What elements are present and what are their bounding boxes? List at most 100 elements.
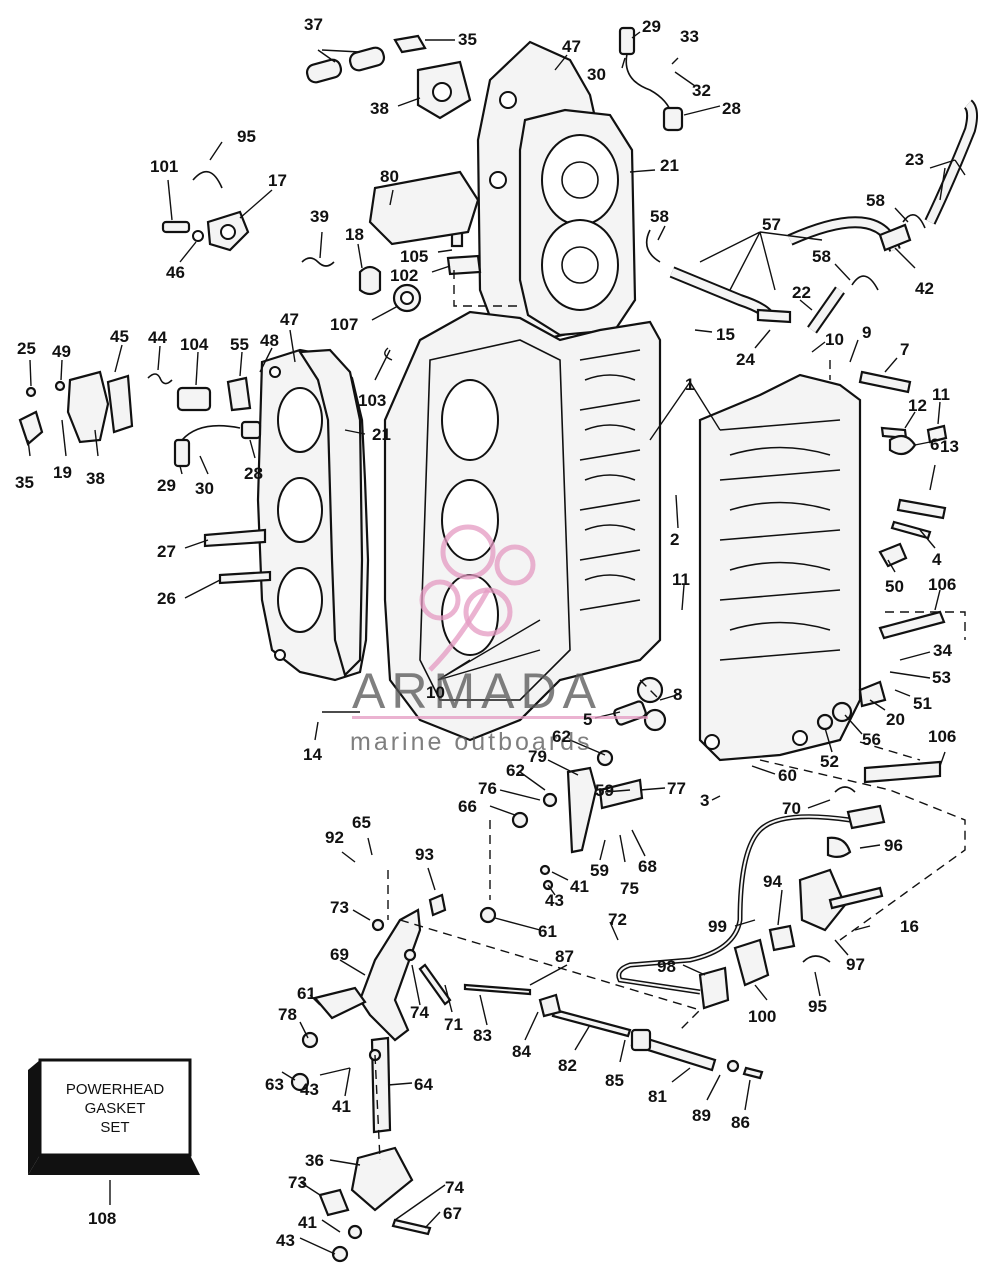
watermark-tagline: marine outboards (350, 728, 593, 756)
callout-103: 103 (358, 391, 386, 410)
callout-24: 24 (736, 350, 755, 369)
callout-66: 66 (458, 797, 477, 816)
callout-28: 28 (722, 99, 741, 118)
callout-41: 41 (298, 1213, 317, 1232)
callout-8: 8 (673, 685, 682, 704)
gasket-box-line1: POWERHEAD (66, 1081, 165, 1098)
callout-39: 39 (310, 207, 329, 226)
callout-59: 59 (590, 861, 609, 880)
callout-58: 58 (650, 207, 669, 226)
callout-labels: 37 35 47 29 33 30 32 28 38 95 101 17 46 … (15, 15, 959, 1250)
callout-99: 99 (708, 917, 727, 936)
callout-50: 50 (885, 577, 904, 596)
callout-21: 21 (660, 156, 679, 175)
small-parts-top (161, 26, 684, 313)
callout-100: 100 (748, 1007, 776, 1026)
callout-61: 61 (538, 922, 557, 941)
callout-105: 105 (400, 247, 428, 266)
callout-82: 82 (558, 1056, 577, 1075)
callout-96: 96 (884, 836, 903, 855)
callout-19: 19 (53, 463, 72, 482)
callout-5: 5 (583, 710, 592, 729)
callout-57: 57 (762, 215, 781, 234)
callout-104: 104 (180, 335, 209, 354)
callout-64: 64 (414, 1075, 433, 1094)
callout-10: 10 (426, 683, 445, 702)
callout-36: 36 (305, 1151, 324, 1170)
callout-53: 53 (932, 668, 951, 687)
callout-92: 92 (325, 828, 344, 847)
callout-61: 61 (297, 984, 316, 1003)
callout-43: 43 (300, 1080, 319, 1099)
gasket-box-line2: GASKET (85, 1100, 146, 1117)
throttle-linkage (290, 676, 764, 1263)
callout-101: 101 (150, 157, 178, 176)
callout-62: 62 (506, 761, 525, 780)
callout-74: 74 (410, 1003, 429, 1022)
callout-59: 59 (595, 781, 614, 800)
callout-3: 3 (700, 791, 709, 810)
callout-71: 71 (444, 1015, 463, 1034)
callout-34: 34 (933, 641, 952, 660)
callout-55: 55 (230, 335, 249, 354)
callout-62: 62 (552, 727, 571, 746)
armada-logo (419, 524, 536, 672)
callout-94: 94 (763, 872, 782, 891)
callout-43: 43 (545, 891, 564, 910)
callout-93: 93 (415, 845, 434, 864)
callout-46: 46 (166, 263, 185, 282)
cylinder-head-assembly (256, 348, 370, 682)
callout-106: 106 (928, 727, 956, 746)
callout-41: 41 (570, 877, 589, 896)
callout-11: 11 (932, 385, 950, 404)
callout-76: 76 (478, 779, 497, 798)
callout-9: 9 (862, 323, 871, 342)
callout-102: 102 (390, 266, 418, 285)
callout-26: 26 (157, 589, 176, 608)
callout-29: 29 (642, 17, 661, 36)
callout-43: 43 (276, 1231, 295, 1250)
callout-30: 30 (587, 65, 606, 84)
callout-1: 1 (685, 375, 694, 394)
gasket-box-line3: SET (100, 1119, 129, 1136)
callout-35: 35 (458, 30, 477, 49)
callout-83: 83 (473, 1026, 492, 1045)
callout-4: 4 (932, 550, 942, 569)
callout-2: 2 (670, 530, 679, 549)
callout-65: 65 (352, 813, 371, 832)
callout-37: 37 (304, 15, 323, 34)
callout-106: 106 (928, 575, 956, 594)
callout-107: 107 (330, 315, 358, 334)
callout-79: 79 (528, 747, 547, 766)
callout-41: 41 (332, 1097, 351, 1116)
callout-16: 16 (900, 917, 919, 936)
callout-97: 97 (846, 955, 865, 974)
callout-56: 56 (862, 730, 881, 749)
callout-69: 69 (330, 945, 349, 964)
callout-81: 81 (648, 1087, 667, 1106)
callout-35: 35 (15, 473, 34, 492)
callout-38: 38 (86, 469, 105, 488)
callout-78: 78 (278, 1005, 297, 1024)
watermark-brand: ARMADA (352, 663, 602, 719)
assembly-guide-lines (374, 270, 966, 1161)
callout-85: 85 (605, 1071, 624, 1090)
callout-47: 47 (280, 310, 299, 329)
callout-98: 98 (657, 957, 676, 976)
callout-17: 17 (268, 171, 287, 190)
callout-86: 86 (731, 1113, 750, 1132)
callout-73: 73 (330, 898, 349, 917)
callout-63: 63 (265, 1075, 284, 1094)
callout-33: 33 (680, 27, 699, 46)
callout-32: 32 (692, 81, 711, 100)
callout-11: 11 (672, 570, 690, 589)
cable-and-bracket (616, 786, 886, 1010)
callout-68: 68 (638, 857, 657, 876)
callout-45: 45 (110, 327, 129, 346)
callout-49: 49 (52, 342, 71, 361)
callout-89: 89 (692, 1106, 711, 1125)
head-gaskets-rear (476, 40, 637, 342)
callout-10: 10 (825, 330, 844, 349)
callout-108: 108 (88, 1209, 116, 1228)
